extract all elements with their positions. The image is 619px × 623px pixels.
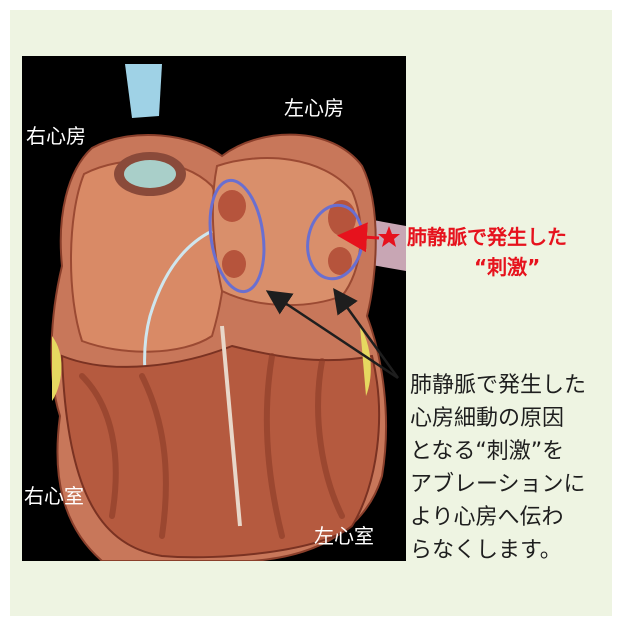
heart-illustration: 右心房 左心房 右心室 左心室 (22, 56, 406, 561)
callout-line-1: 肺静脈で発生した (407, 227, 567, 247)
description-line: 心房細動の原因 (410, 402, 610, 435)
description-line: らなくします。 (410, 534, 610, 567)
label-left-ventricle: 左心室 (314, 526, 374, 546)
label-right-ventricle: 右心室 (24, 486, 84, 506)
superior-vena-cava (125, 64, 162, 118)
pv-opening-1 (218, 190, 246, 222)
callout-line-2: “刺激” (474, 257, 540, 277)
vena-cava-lumen (124, 160, 176, 188)
description-line: となる“刺激”を (410, 435, 610, 468)
label-left-atrium: 左心房 (284, 98, 344, 118)
description-line: アブレーションに (410, 468, 610, 501)
description-text: 肺静脈で発生した 心房細動の原因 となる“刺激”を アブレーションに より心房へ… (410, 369, 610, 567)
pv-opening-2 (222, 250, 246, 278)
description-line: 肺静脈で発生した (410, 369, 610, 402)
label-right-atrium: 右心房 (26, 126, 86, 146)
description-line: より心房へ伝わ (410, 501, 610, 534)
